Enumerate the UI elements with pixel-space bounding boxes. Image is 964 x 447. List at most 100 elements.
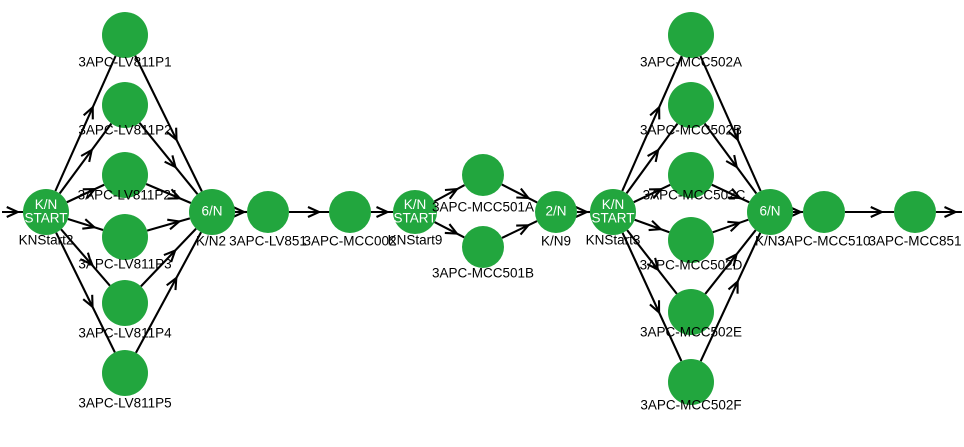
node-circle-mcc851[interactable] bbox=[894, 191, 936, 233]
graph-node-lv811p21[interactable] bbox=[102, 152, 148, 198]
edge-lv811p4-to-kn2 bbox=[140, 227, 197, 288]
node-circle-lv811p5[interactable] bbox=[102, 350, 148, 396]
arrowhead-icon bbox=[870, 206, 885, 218]
graph-node-kn2[interactable]: 6/N bbox=[189, 189, 235, 235]
node-circle-lv811p4[interactable] bbox=[102, 280, 148, 326]
node-circle-mcc501a[interactable] bbox=[462, 154, 504, 196]
graph-node-mcc502c[interactable] bbox=[668, 152, 714, 198]
caption-layer: KNStart23APC-LV811P13APC-LV811P23APC-LV8… bbox=[19, 55, 962, 413]
graph-node-lv811p2[interactable] bbox=[102, 82, 148, 128]
node-caption-lv811p1: 3APC-LV811P1 bbox=[78, 55, 171, 70]
arrowhead-icon bbox=[725, 154, 739, 169]
graph-node-mcc501b[interactable] bbox=[462, 226, 504, 268]
arrowhead-icon bbox=[163, 248, 177, 263]
graph-node-lv811p3[interactable] bbox=[102, 214, 148, 260]
graph-node-mcc502a[interactable] bbox=[668, 12, 714, 58]
edge-mcc502f-to-kn3 bbox=[699, 232, 762, 362]
arrowhead-icon bbox=[649, 188, 664, 200]
graph-node-lv811p1[interactable] bbox=[102, 12, 148, 58]
node-caption-mcc002: 3APC-MCC002 bbox=[303, 234, 396, 249]
node-circle-mcc502d[interactable] bbox=[668, 217, 714, 263]
edge-knstart9-to-mcc501b bbox=[434, 221, 465, 239]
edge-mcc502e-to-kn3 bbox=[704, 229, 757, 295]
node-inner-label-knstart3: START bbox=[591, 210, 634, 225]
node-caption-lv811p21: 3APC-LV811P21 bbox=[78, 188, 179, 203]
edge-knstart3-to-mcc502a bbox=[621, 55, 683, 192]
node-circle-lv811p21[interactable] bbox=[102, 152, 148, 198]
node-circle-mcc501b[interactable] bbox=[462, 226, 504, 268]
arrowhead-icon bbox=[789, 206, 804, 218]
node-inner-label-knstart3: K/N bbox=[602, 197, 625, 212]
node-circle-mcc002[interactable] bbox=[329, 191, 371, 233]
arrowhead-icon bbox=[444, 187, 460, 200]
node-circle-lv811p2[interactable] bbox=[102, 82, 148, 128]
arrowhead-icon bbox=[166, 275, 178, 291]
graph-node-kn3[interactable]: 6/N bbox=[747, 189, 793, 235]
graph-node-mcc502e[interactable] bbox=[668, 289, 714, 335]
node-circle-knstart3[interactable] bbox=[590, 189, 636, 235]
edge-mcc501b-to-kn9 bbox=[501, 220, 538, 239]
node-inner-label-knstart9: START bbox=[393, 210, 436, 225]
graph-node-mcc502b[interactable] bbox=[668, 82, 714, 128]
node-circle-kn9[interactable] bbox=[535, 191, 577, 233]
edge-knstart3-to-mcc502e bbox=[626, 229, 678, 295]
graph-node-mcc501a[interactable] bbox=[462, 154, 504, 196]
arrowhead-icon bbox=[164, 155, 178, 170]
graph-node-lv811p5[interactable] bbox=[102, 350, 148, 396]
node-caption-lv811p4: 3APC-LV811P4 bbox=[78, 326, 172, 341]
arrowhead-icon bbox=[727, 279, 739, 294]
graph-node-mcc002[interactable] bbox=[329, 191, 371, 233]
graph-node-mcc502f[interactable] bbox=[668, 359, 714, 405]
node-circle-mcc502c[interactable] bbox=[668, 152, 714, 198]
arrowhead-icon bbox=[166, 127, 178, 143]
graph-node-mcc851[interactable] bbox=[894, 191, 936, 233]
node-caption-mcc501a: 3APC-MCC501A bbox=[432, 200, 534, 215]
node-caption-lv851: 3APC-LV851 bbox=[229, 234, 307, 249]
arrowhead-icon bbox=[376, 206, 391, 218]
edge-lv811p1-to-kn2 bbox=[134, 55, 203, 192]
edge-mcc501a-to-kn9 bbox=[501, 183, 538, 204]
node-caption-mcc502c: 3APC-MCC502C bbox=[643, 188, 746, 203]
node-circle-kn2[interactable] bbox=[189, 189, 235, 235]
node-caption-lv811p5: 3APC-LV811P5 bbox=[78, 396, 171, 411]
edge-knstart3-to-mcc502b bbox=[625, 122, 679, 195]
node-caption-mcc502b: 3APC-MCC502B bbox=[640, 123, 742, 138]
edge-knstart2-to-lv811p21 bbox=[66, 183, 105, 204]
edge-kn9-to-knstart3 bbox=[575, 206, 590, 218]
node-circle-lv811p3[interactable] bbox=[102, 214, 148, 260]
node-caption-kn2: K/N2 bbox=[196, 234, 226, 249]
graph-node-kn9[interactable]: 2/N bbox=[535, 191, 577, 233]
node-inner-label-knstart2: START bbox=[24, 210, 67, 225]
arrowhead-icon bbox=[727, 127, 739, 143]
node-caption-mcc502d: 3APC-MCC502D bbox=[640, 258, 743, 273]
node-circle-mcc502a[interactable] bbox=[668, 12, 714, 58]
arrowhead-icon bbox=[649, 104, 661, 120]
node-caption-lv811p2: 3APC-LV811P2 bbox=[78, 123, 171, 138]
arrowhead-icon bbox=[79, 252, 94, 267]
node-caption-knstart3: KNStart3 bbox=[586, 233, 641, 248]
edge-knstart2-to-lv811p2 bbox=[58, 122, 113, 195]
arrowhead-icon bbox=[82, 104, 94, 120]
graph-node-lv811p4[interactable] bbox=[102, 280, 148, 326]
node-circle-mcc502b[interactable] bbox=[668, 82, 714, 128]
edge-knstart2-to-lv811p1 bbox=[54, 55, 117, 192]
arrowhead-icon bbox=[944, 206, 959, 218]
node-circle-mcc502e[interactable] bbox=[668, 289, 714, 335]
arrowhead-icon bbox=[516, 187, 531, 200]
graph-node-mcc502d[interactable] bbox=[668, 217, 714, 263]
graph-node-lv851[interactable] bbox=[247, 191, 289, 233]
node-circle-lv811p1[interactable] bbox=[102, 12, 148, 58]
node-circle-knstart9[interactable] bbox=[393, 190, 437, 234]
node-circle-mcc510[interactable] bbox=[803, 191, 845, 233]
node-circle-knstart2[interactable] bbox=[23, 189, 69, 235]
node-circle-kn3[interactable] bbox=[747, 189, 793, 235]
graph-node-mcc510[interactable] bbox=[803, 191, 845, 233]
edge-kn2-to-lv851 bbox=[232, 206, 247, 218]
arrowhead-icon bbox=[646, 257, 660, 272]
node-circle-mcc502f[interactable] bbox=[668, 359, 714, 405]
node-circle-lv851[interactable] bbox=[247, 191, 289, 233]
